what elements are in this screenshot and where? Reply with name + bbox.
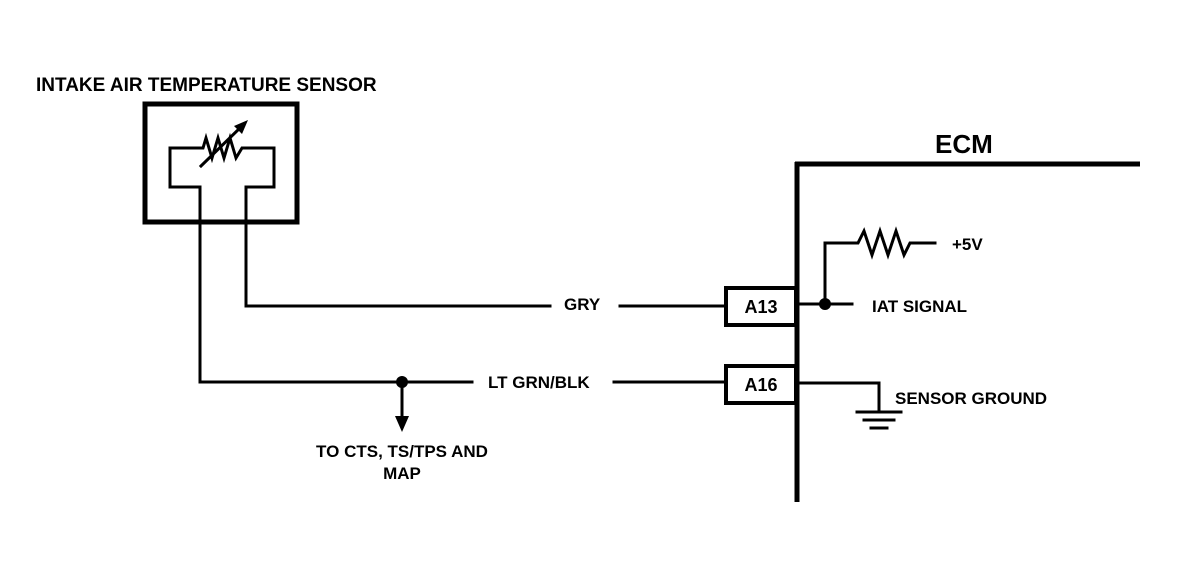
sensor-housing xyxy=(142,101,300,225)
pin-a13: A13 xyxy=(724,286,798,327)
sensor-title: INTAKE AIR TEMPERATURE SENSOR xyxy=(36,75,377,96)
branch-label-line2: MAP xyxy=(383,464,421,483)
ecm-title: ECM xyxy=(935,129,993,159)
sensor-ground-line xyxy=(795,381,881,413)
pin-a16: A16 xyxy=(724,364,798,405)
plus5v-label: +5V xyxy=(952,235,983,254)
pin-a16-label: A16 xyxy=(744,375,777,395)
thermistor-arrow-shaft xyxy=(198,123,245,169)
thermistor-arrow-head xyxy=(234,120,248,134)
iat-signal-label: IAT SIGNAL xyxy=(872,297,967,316)
thermistor-zigzag xyxy=(196,132,248,164)
sensor-inner-outline xyxy=(168,146,276,189)
branch-arrow-head xyxy=(395,416,409,432)
pin-a13-label: A13 xyxy=(744,297,777,317)
branch-label-line1: TO CTS, TS/TPS AND xyxy=(316,442,488,461)
ltgrnblk-wire-label: LT GRN/BLK xyxy=(488,373,590,392)
gry-wire-label: GRY xyxy=(564,295,601,314)
sensor-ground-label: SENSOR GROUND xyxy=(895,389,1047,408)
ground-symbol xyxy=(855,410,903,430)
pullup-resistor xyxy=(823,226,937,260)
